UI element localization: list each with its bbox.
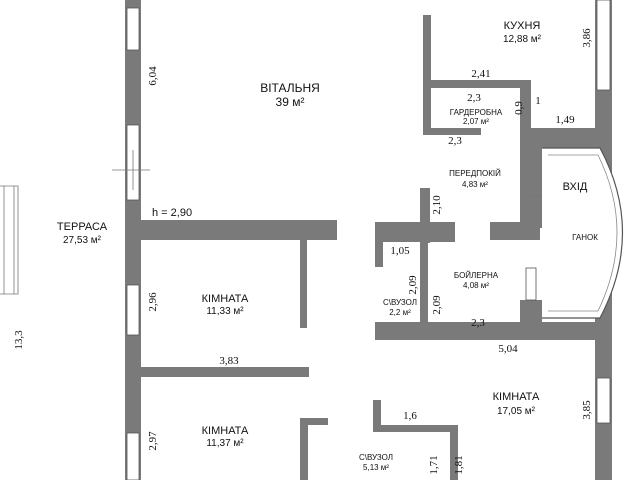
walls bbox=[125, 0, 612, 480]
room-name-vitalnia: ВІТАЛЬНЯ bbox=[260, 81, 320, 95]
room-area-garderobna: 2,07 м² bbox=[463, 117, 489, 126]
dim-3-86: 3,86 bbox=[581, 28, 593, 48]
dim-2-3-mid: 2,3 bbox=[448, 135, 462, 147]
room-area-svuzol2: 5,13 м² bbox=[363, 463, 389, 472]
room-area-terrasa: 27,53 м² bbox=[63, 235, 102, 246]
room-area-peredpokii: 4,83 м² bbox=[462, 180, 488, 189]
dim-6-04: 6,04 bbox=[147, 66, 159, 86]
terrace-outline bbox=[0, 185, 19, 295]
dim-2-96: 2,96 bbox=[147, 292, 159, 312]
dim-2-3-boiler: 2,3 bbox=[471, 317, 485, 329]
dim-1-71: 1,71 bbox=[428, 455, 440, 474]
room-area-boilerna: 4,08 м² bbox=[463, 281, 489, 290]
porch bbox=[542, 147, 624, 319]
dim-2-09-left: 2,09 bbox=[407, 275, 419, 295]
room-name-peredpokii: ПЕРЕДПОКІЙ bbox=[449, 169, 501, 178]
porch-label: ГАНОК bbox=[572, 233, 598, 242]
ceiling-height-label: h = 2,90 bbox=[152, 207, 192, 219]
room-area-kimnata2: 11,37 м² bbox=[206, 438, 244, 449]
room-name-garderobna: ГАРДЕРОБНА bbox=[450, 108, 503, 117]
dim-1-6: 1,6 bbox=[403, 410, 417, 422]
dim-1-05: 1,05 bbox=[390, 245, 410, 257]
room-name-terrasa: ТЕРРАСА bbox=[57, 221, 108, 233]
dim-2-97: 2,97 bbox=[147, 431, 159, 451]
dim-2-09-right: 2,09 bbox=[431, 295, 443, 315]
entrance-label: ВХІД bbox=[563, 181, 588, 193]
windows bbox=[126, 0, 611, 480]
dim-5-04: 5,04 bbox=[498, 343, 518, 355]
room-name-kimnata2: КІМНАТА bbox=[202, 425, 249, 437]
room-area-kukhnia: 12,88 м² bbox=[503, 34, 542, 45]
dim-0-9: 0,9 bbox=[513, 101, 525, 115]
dimension-labels: 6,04 3,86 2,41 2,3 0,9 1 1,49 2,3 2,10 1… bbox=[13, 28, 593, 475]
dim-1-49: 1,49 bbox=[555, 114, 575, 126]
room-name-boilerna: БОЙЛЕРНА bbox=[454, 271, 499, 280]
dim-13-3: 13,3 bbox=[13, 330, 25, 350]
room-name-kukhnia: КУХНЯ bbox=[504, 20, 541, 32]
axis-marker bbox=[112, 150, 150, 190]
dim-3-83: 3,83 bbox=[219, 355, 239, 367]
room-area-svuzol1: 2,2 м² bbox=[389, 308, 411, 317]
dim-2-10: 2,10 bbox=[431, 195, 443, 215]
dim-2-41: 2,41 bbox=[471, 68, 490, 80]
room-name-svuzol2: С\ВУЗОЛ bbox=[359, 453, 393, 462]
room-name-kimnata1: КІМНАТА bbox=[202, 293, 249, 305]
room-area-kimnata1: 11,33 м² bbox=[206, 306, 244, 317]
dim-3-85: 3,85 bbox=[581, 400, 593, 420]
dim-1-81: 1,81 bbox=[453, 455, 465, 474]
room-labels: ВІТАЛЬНЯ 39 м² КУХНЯ 12,88 м² ГАРДЕРОБНА… bbox=[57, 20, 598, 472]
dim-1: 1 bbox=[535, 95, 541, 107]
room-area-kimnata3: 17,05 м² bbox=[497, 406, 536, 417]
room-name-kimnata3: КІМНАТА bbox=[493, 391, 540, 403]
dim-2-3-top: 2,3 bbox=[467, 92, 481, 104]
room-area-vitalnia: 39 м² bbox=[276, 95, 305, 109]
room-name-svuzol1: С\ВУЗОЛ bbox=[383, 298, 417, 307]
